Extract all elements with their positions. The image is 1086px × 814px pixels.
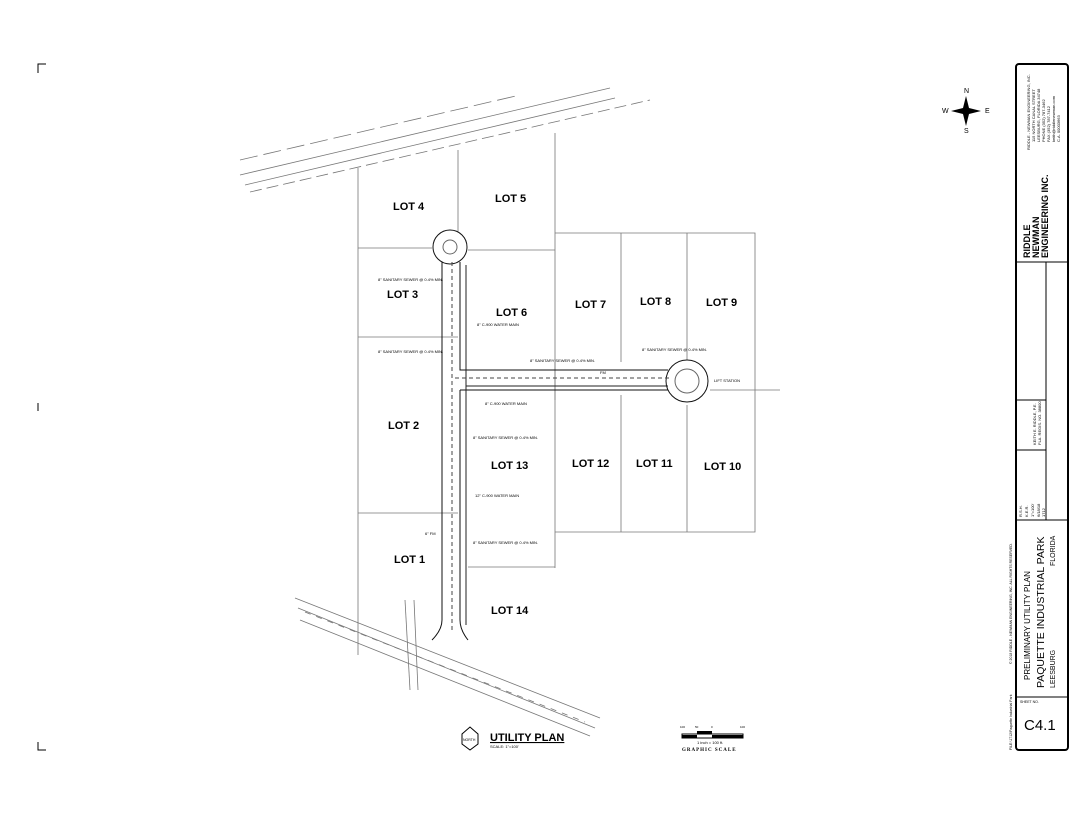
water-main-note: 8" C-900 WATER MAIN (485, 401, 527, 406)
firm-ca: C.A. 00003663 (1056, 115, 1061, 142)
internal-road (431, 229, 709, 641)
north-arrow-compass: N S E W (942, 88, 990, 135)
firm-email: keith@riddlenewman.com (1051, 95, 1056, 142)
scale-ratio: 1 inch = 100 ft. (697, 740, 723, 745)
firm-name: RIDDLE - NEWMAN ENGINEERING, INC. (1026, 74, 1031, 150)
lot-label: LOT 13 (491, 460, 528, 472)
scale-tick: 0 (711, 725, 713, 729)
project-state: FLORIDA (1050, 535, 1057, 566)
lot-label: LOT 10 (704, 461, 741, 473)
sewer-note: 8" SANITARY SEWER @ 0.4% MIN. (473, 540, 538, 545)
crop-marks (37, 63, 46, 751)
project-number: 1712 (1041, 507, 1046, 517)
sheet-number: C4.1 (1024, 717, 1056, 734)
scale-label: GRAPHIC SCALE (682, 748, 737, 753)
firm-address: LEESBURG, FLORIDA 34748 (1036, 88, 1041, 142)
north-road (239, 87, 651, 193)
scale-tick: 100 (740, 725, 745, 729)
scale-tick: 50 (695, 725, 699, 729)
lot-label: LOT 8 (640, 296, 671, 308)
lot-label: LOT 2 (388, 420, 419, 432)
water-main-note: 8" C-900 WATER MAIN (477, 322, 519, 327)
plan-title-text: UTILITY PLAN (490, 732, 564, 744)
title-block: RIDDLE NEWMAN ENGINEERING INC. RIDDLE - … (1009, 63, 1069, 751)
designed-by: K.E.R. (1024, 505, 1029, 517)
sheet-scale: 1"=100' (1030, 503, 1035, 517)
force-main-note: 6" FM (425, 531, 436, 536)
firm-address: 115 NORTH CANAL STREET (1031, 89, 1036, 142)
north-symbol: NORTH (463, 738, 476, 742)
lot-label: LOT 14 (491, 605, 529, 617)
scale-tick: 100 (680, 725, 685, 729)
plan-title: NORTH UTILITY PLAN SCALE: 1"=100' (461, 726, 564, 751)
compass-e: E (985, 108, 990, 115)
project-city: LEESBURG (1050, 650, 1057, 688)
sheet-title: PRELIMINARY UTILITY PLAN (1023, 571, 1032, 680)
lot-labels: LOT 1 LOT 2 LOT 3 LOT 4 LOT 5 LOT 6 LOT … (387, 193, 741, 617)
engineer-reg: FLA. REGIS. NO. 38800 (1037, 401, 1042, 445)
lot-label: LOT 11 (636, 458, 673, 470)
graphic-scale: 100 50 0 100 1 inch = 100 ft. GRAPHIC SC… (680, 725, 745, 753)
lift-station-note: LIFT STATION (714, 378, 740, 383)
fm-note: FM (600, 370, 606, 375)
compass-w: W (942, 108, 949, 115)
firm-phone: PHONE (352) 787-3462 (1041, 99, 1046, 142)
lot-label: LOT 1 (394, 554, 425, 566)
lot-label: LOT 12 (572, 458, 609, 470)
logo-text: RIDDLE (1022, 225, 1032, 259)
sewer-note: 8" SANITARY SEWER @ 0.4% MIN. (378, 277, 443, 282)
water-main-note: 12" C-900 WATER MAIN (475, 493, 519, 498)
sewer-note: 8" SANITARY SEWER @ 0.4% MIN. (642, 347, 707, 352)
logo-text: NEWMAN (1031, 217, 1041, 259)
sewer-note: 8" SANITARY SEWER @ 0.4% MIN. (530, 358, 595, 363)
logo-text: ENGINEERING INC. (1040, 174, 1050, 258)
lot-lines (357, 133, 780, 655)
south-road (294, 597, 601, 737)
file-path: FILE:\1712\Paquette Industrial Park (1009, 694, 1013, 750)
lot-label: LOT 9 (706, 297, 737, 309)
engineer-name: KEITH E. RIDDLE, P.E. (1032, 403, 1037, 445)
sewer-note: 8" SANITARY SEWER @ 0.4% MIN. (473, 435, 538, 440)
firm-fax: FAX (352) 787-7412 (1046, 105, 1051, 142)
lot-label: LOT 3 (387, 289, 418, 301)
lot-label: LOT 6 (496, 307, 527, 319)
compass-n: N (964, 88, 969, 95)
drawn-by: R.S.H. (1018, 505, 1023, 517)
plan-scale: SCALE: 1"=100' (490, 744, 519, 749)
sewer-note: 8" SANITARY SEWER @ 0.4% MIN. (378, 349, 443, 354)
compass-s: S (964, 128, 969, 135)
sheet-no-label: SHEET NO. (1020, 700, 1039, 704)
lot-label: LOT 4 (393, 201, 425, 213)
lot-label: LOT 7 (575, 299, 606, 311)
project-name: PAQUETTE INDUSTRIAL PARK (1035, 537, 1047, 689)
utility-notes: 8" SANITARY SEWER @ 0.4% MIN. 8" C-900 W… (378, 277, 740, 545)
copyright: © 2018 RIDDLE - NEWMAN ENGINEERING, INC.… (1009, 543, 1013, 664)
lot-label: LOT 5 (495, 193, 526, 205)
sheet-date: 6/18/18 (1036, 503, 1041, 517)
